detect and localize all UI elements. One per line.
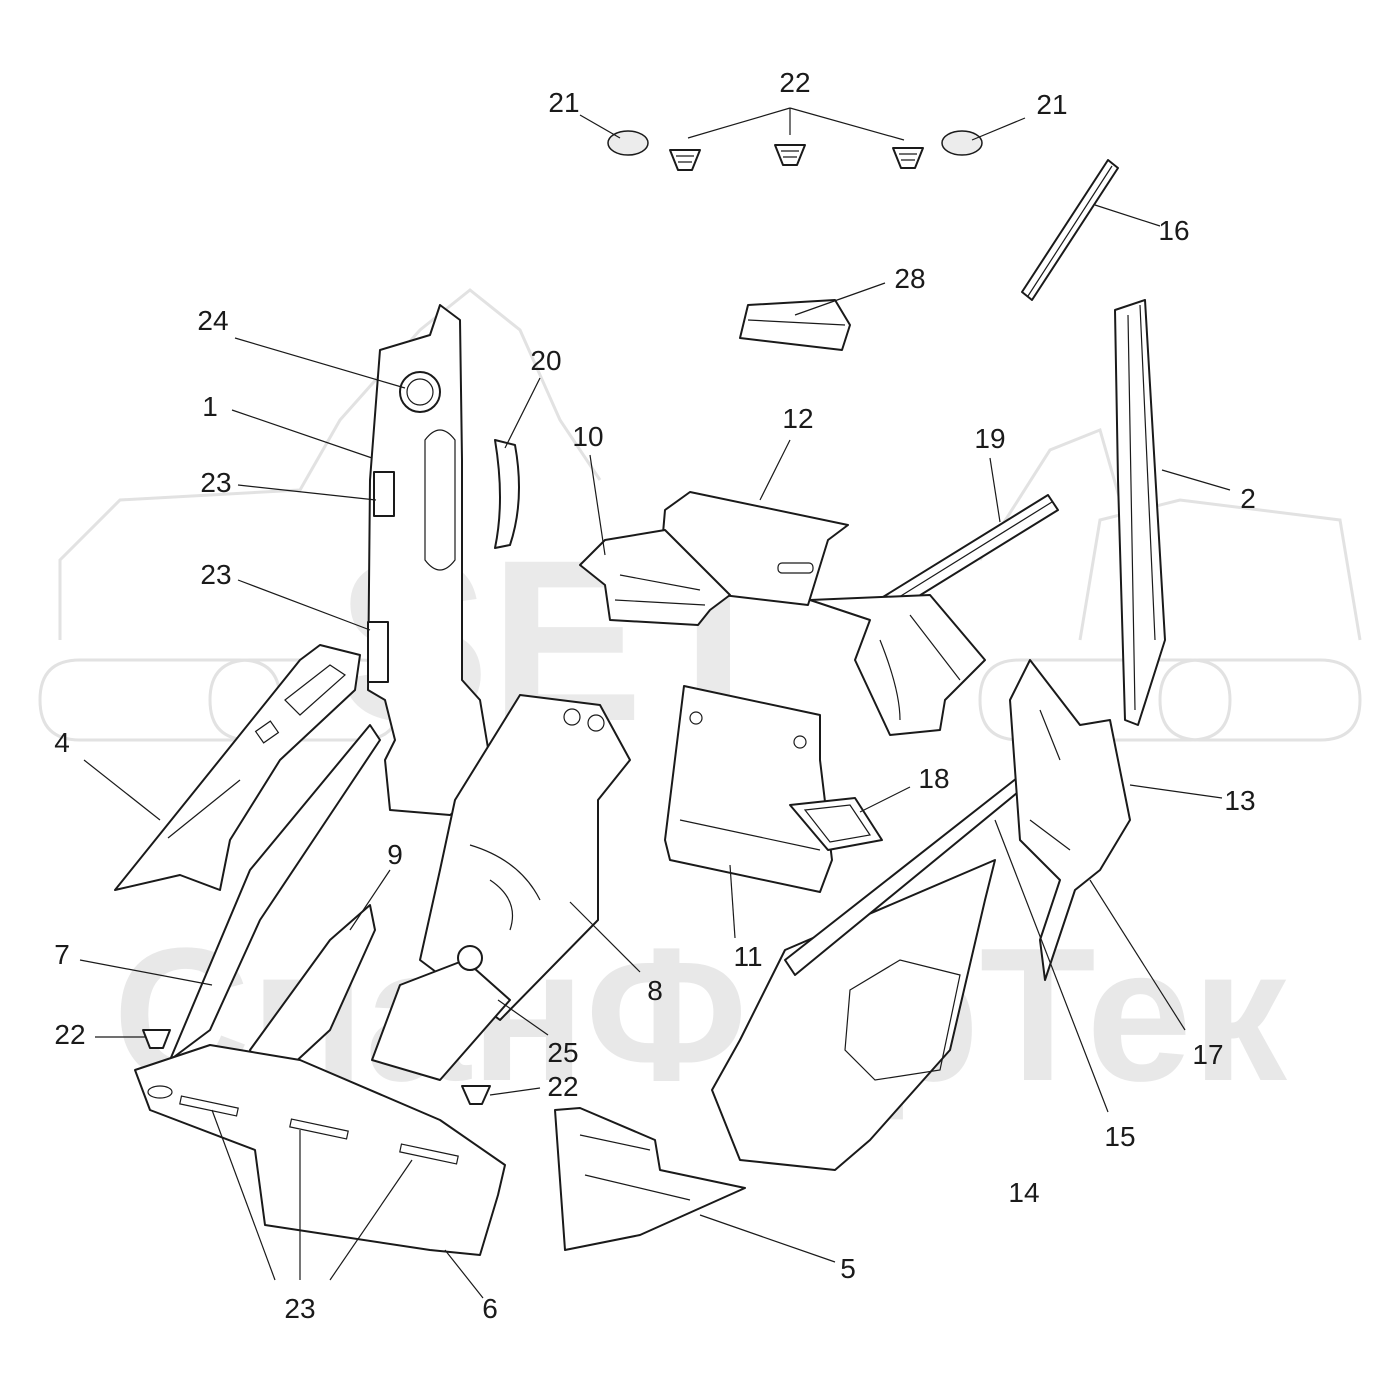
part-2-vertical-seal xyxy=(1114,299,1166,726)
part-22-clip-right xyxy=(892,147,924,169)
callout-23-bottom: 23 xyxy=(284,1293,315,1324)
part-21-cap-right xyxy=(941,130,983,156)
callout-21-left: 21 xyxy=(548,87,579,118)
callout-8: 8 xyxy=(647,975,663,1006)
part-10-left-tray xyxy=(579,529,731,626)
callout-23-lower: 23 xyxy=(200,559,231,590)
part-22-clip-center xyxy=(774,144,806,166)
part-5-lower-tray xyxy=(554,1107,746,1251)
callout-18: 18 xyxy=(918,763,949,794)
callout-24: 24 xyxy=(197,305,228,336)
callout-19: 19 xyxy=(974,423,1005,454)
callout-15: 15 xyxy=(1104,1121,1135,1152)
callout-13: 13 xyxy=(1224,785,1255,816)
part-7-side-panel xyxy=(169,724,381,1061)
callout-22-mid: 22 xyxy=(547,1071,578,1102)
callout-14: 14 xyxy=(1008,1177,1039,1208)
part-8-central-tunnel xyxy=(419,694,631,1021)
callout-1: 1 xyxy=(202,391,218,422)
part-25-box xyxy=(371,945,511,1081)
callout-17: 17 xyxy=(1192,1039,1223,1070)
callout-9: 9 xyxy=(387,839,403,870)
part-11-rear-panel xyxy=(664,685,833,893)
callout-10: 10 xyxy=(572,421,603,452)
part-14-side-shell xyxy=(711,859,996,1171)
part-28-pad xyxy=(739,299,851,351)
callout-6: 6 xyxy=(482,1293,498,1324)
part-4-side-trim xyxy=(114,644,361,891)
part-13-rear-trim xyxy=(1009,659,1131,981)
part-right-tray xyxy=(809,594,986,736)
callout-22-left: 22 xyxy=(54,1019,85,1050)
callout-23-upper: 23 xyxy=(200,467,231,498)
callout-12: 12 xyxy=(782,403,813,434)
callout-2: 2 xyxy=(1240,483,1256,514)
callout-28: 28 xyxy=(894,263,925,294)
callout-21-right: 21 xyxy=(1036,89,1067,120)
callout-11: 11 xyxy=(733,941,762,972)
part-20-bracket xyxy=(494,439,520,549)
callout-4: 4 xyxy=(54,727,70,758)
part-22-clip-lower-left xyxy=(142,1029,171,1049)
callout-5: 5 xyxy=(840,1253,856,1284)
part-22-clip-left xyxy=(669,149,701,171)
part-18-pocket xyxy=(789,797,883,851)
callout-25: 25 xyxy=(547,1037,578,1068)
callout-7: 7 xyxy=(54,939,70,970)
part-22-clip-lower-mid xyxy=(461,1085,491,1105)
part-16-strip xyxy=(1021,159,1119,301)
callout-22-top: 22 xyxy=(779,67,810,98)
leader-lines xyxy=(79,107,1231,1299)
part-6-lower-console xyxy=(134,1044,506,1256)
callout-20: 20 xyxy=(530,345,561,376)
callout-labels: 21 22 21 16 28 24 20 1 10 12 19 2 23 23 … xyxy=(54,67,1256,1324)
callout-16: 16 xyxy=(1158,215,1189,246)
